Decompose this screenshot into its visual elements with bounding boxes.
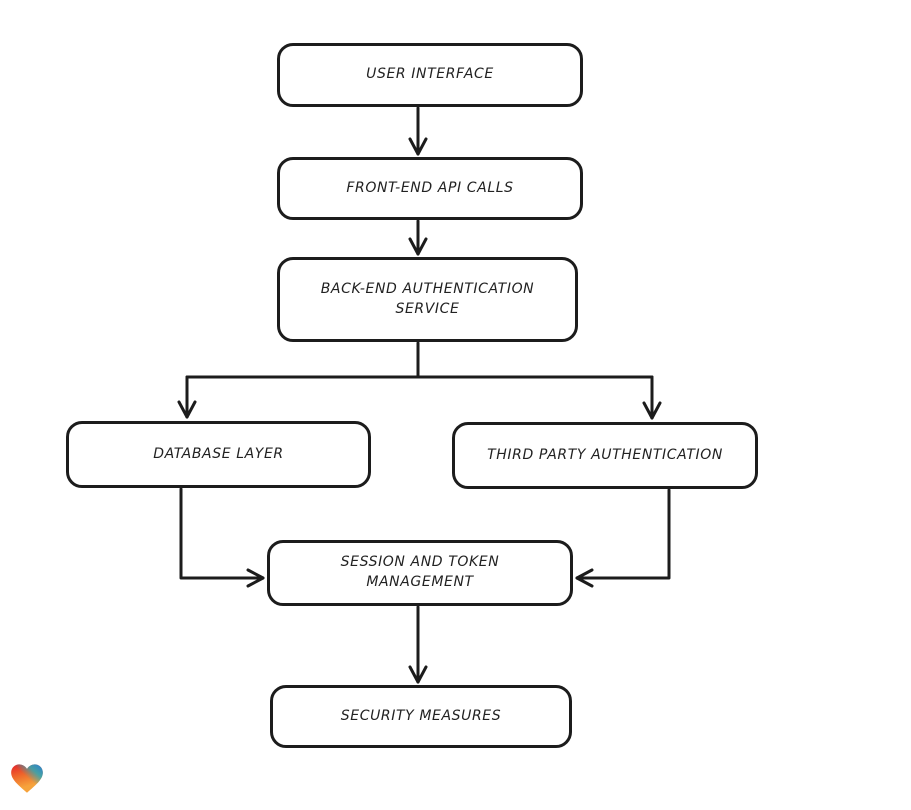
node-security-measures-label: SECURITY MEASURES bbox=[340, 707, 502, 724]
node-third-party-authentication-label: THIRD PARTY AUTHENTICATION bbox=[487, 446, 723, 463]
edge-backend-branch-trunk bbox=[185, 341, 654, 379]
node-security-measures[interactable]: SECURITY MEASURES bbox=[270, 685, 572, 748]
edge-thirdparty-to-session bbox=[575, 488, 671, 588]
node-session-and-token-management-label: SESSION AND TOKEN MANAGEMENT bbox=[340, 554, 500, 590]
node-user-interface-label: USER INTERFACE bbox=[366, 66, 494, 83]
node-database-layer-label: DATABASE LAYER bbox=[153, 445, 284, 462]
node-front-end-api-calls[interactable]: FRONT-END API CALLS bbox=[277, 157, 583, 220]
node-session-and-token-management[interactable]: SESSION AND TOKEN MANAGEMENT bbox=[267, 540, 573, 606]
edge-database-to-session bbox=[179, 487, 265, 588]
node-front-end-api-calls-label: FRONT-END API CALLS bbox=[346, 179, 514, 196]
node-third-party-authentication[interactable]: THIRD PARTY AUTHENTICATION bbox=[452, 422, 758, 489]
heart-logo-icon bbox=[11, 764, 43, 793]
node-back-end-authentication-service[interactable]: BACK-END AUTHENTICATION SERVICE bbox=[277, 257, 578, 342]
node-user-interface[interactable]: USER INTERFACE bbox=[277, 43, 583, 107]
node-back-end-authentication-service-label: BACK-END AUTHENTICATION SERVICE bbox=[320, 280, 535, 317]
node-database-layer[interactable]: DATABASE LAYER bbox=[66, 421, 371, 488]
heart-logo bbox=[8, 759, 46, 797]
